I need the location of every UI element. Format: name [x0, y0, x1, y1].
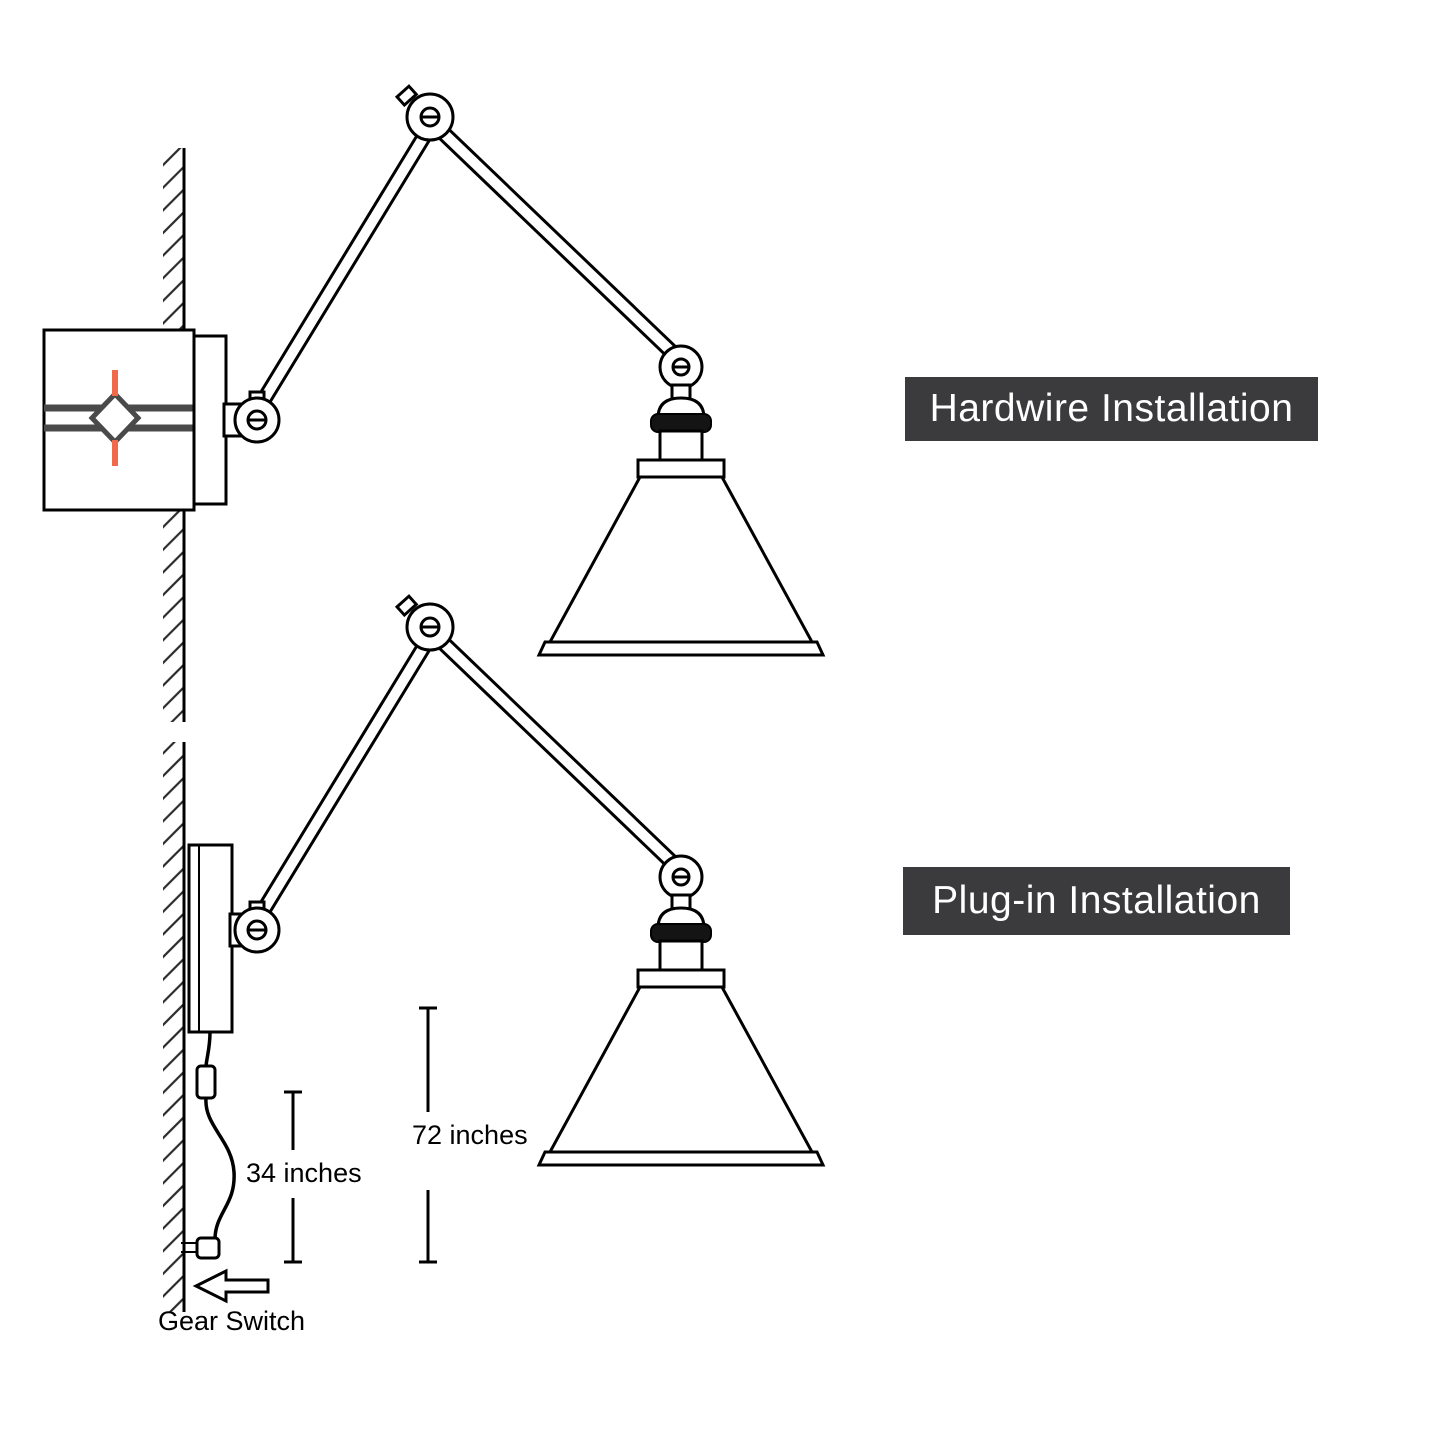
- dimension-34-inches-label: 34 inches: [246, 1158, 362, 1188]
- dimension-72-inches-label: 72 inches: [412, 1120, 528, 1150]
- hardwire-lamp: [235, 86, 823, 655]
- power-cord: [181, 1031, 236, 1260]
- mount-plate-hardwire: [192, 334, 242, 506]
- wall-hatching: [163, 742, 184, 1312]
- power-plug: [181, 1236, 221, 1260]
- wall-section-bottom: [163, 742, 186, 1312]
- junction-box: [42, 328, 196, 512]
- dim-bracket-34: [284, 1090, 302, 1264]
- plugin-lamp: [235, 596, 823, 1165]
- gear-switch-arrow-icon: [192, 1268, 270, 1304]
- gear-switch-label: Gear Switch: [158, 1306, 306, 1336]
- plugin-installation-label: Plug-in Installation: [903, 867, 1290, 935]
- dim-bracket-72: [419, 1006, 437, 1264]
- hardwire-installation-label: Hardwire Installation: [905, 377, 1318, 441]
- cord-switch: [195, 1064, 217, 1100]
